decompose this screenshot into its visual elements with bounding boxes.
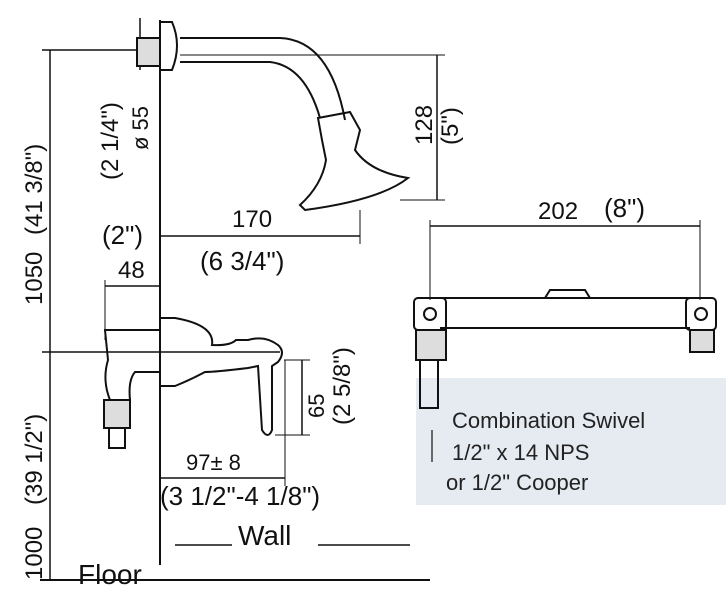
swivel-right-elbow	[685, 297, 717, 331]
flange-diameter-mm-label: ø 55	[128, 106, 153, 150]
note-line-3: or 1/2" Cooper	[446, 470, 589, 495]
note-line-1: Combination Swivel	[452, 408, 646, 433]
shower-flange-nut	[136, 37, 161, 67]
swivel-left-nipple	[419, 359, 439, 409]
handle-height-in-label: (2 5/8")	[329, 347, 356, 425]
shower-head	[298, 110, 411, 212]
swivel-right-fitting	[689, 329, 715, 353]
flange-diameter-in-label: (2 1/4")	[97, 102, 124, 180]
valve-depth-mm-label: 97± 8	[186, 450, 241, 475]
arm-reach-mm-label: 170	[232, 206, 272, 233]
arm-reach-in-label: (6 3/4")	[200, 246, 284, 276]
swivel-bar	[440, 289, 690, 329]
valve-height-mm-label: 1000	[21, 527, 48, 580]
swivel-left-port	[423, 307, 437, 321]
swivel-width-in-label: (8")	[604, 193, 645, 223]
note-line-2: 1/2" x 14 NPS	[452, 440, 590, 465]
swivel-left-fitting	[415, 329, 447, 361]
valve-inlet-fitting	[103, 399, 131, 429]
swivel-width-mm-label: 202	[538, 198, 578, 225]
swivel-left-elbow	[413, 297, 447, 331]
shower-flange	[160, 21, 178, 71]
wall-label: Wall	[238, 520, 291, 551]
wall-height-in-label: (41 3/8")	[21, 144, 48, 235]
wall-height-mm-label: 1050	[21, 252, 48, 305]
valve-depth-in-label: (3 1/2"-4 1/8")	[160, 481, 320, 511]
shower-arm	[180, 37, 346, 121]
handle-height-mm-label: 65	[304, 394, 329, 418]
valve-inlet-nipple	[108, 427, 126, 449]
valve-body	[103, 329, 161, 401]
valve-offset-mm-label: 48	[118, 257, 145, 284]
valve-offset-in-label: (2")	[102, 220, 143, 250]
swivel-right-port	[694, 307, 708, 321]
swivel-note-panel	[416, 378, 726, 505]
valve-escutcheon	[160, 317, 283, 436]
drop-mm-label: 128	[411, 105, 438, 145]
drop-in-label: (5")	[437, 107, 464, 145]
floor-label: Floor	[78, 559, 142, 590]
valve-height-in-label: (39 1/2")	[21, 414, 48, 505]
